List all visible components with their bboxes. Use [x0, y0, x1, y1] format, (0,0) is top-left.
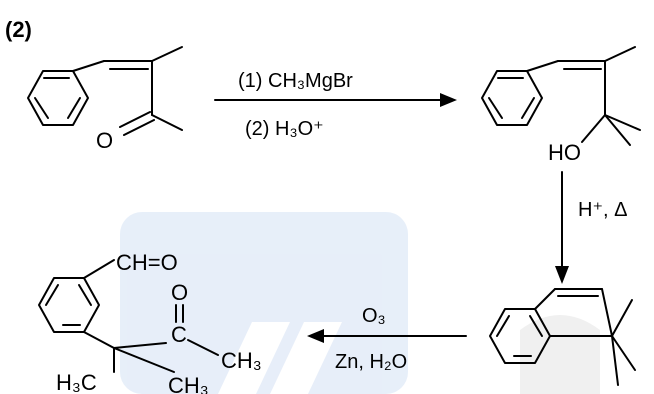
watermark	[120, 212, 600, 394]
alcohol-intermediate: HO	[481, 46, 641, 165]
step3-reagent-1: O₃	[362, 305, 386, 327]
start-material: O	[27, 46, 183, 153]
arrow-step-1: (1) CH₃MgBr (2) H₃O⁺	[214, 70, 457, 140]
indene-intermediate	[489, 288, 636, 386]
aldehyde-group: CH=O	[116, 250, 178, 275]
problem-number: (2)	[5, 17, 32, 42]
step2-reagent: H⁺, Δ	[578, 199, 627, 221]
arrow-step-3: O₃ Zn, H₂O	[307, 305, 467, 373]
step1-reagent-1: (1) CH₃MgBr	[238, 70, 353, 92]
step3-reagent-2: Zn, H₂O	[335, 351, 407, 373]
step1-reagent-2: (2) H₃O⁺	[245, 118, 324, 140]
methyl-bottom: CH₃	[168, 373, 209, 394]
carbonyl-oxygen: O	[96, 128, 113, 153]
arrow-step-2: H⁺, Δ	[555, 171, 627, 284]
final-product: CH=O O C CH₃ H₃C CH₃	[38, 250, 262, 394]
ketone-carbon: C	[171, 322, 187, 347]
methyl-left: H₃C	[56, 370, 97, 394]
ketone-oxygen: O	[171, 280, 188, 305]
hydroxyl-group: HO	[548, 140, 581, 165]
methyl-right: CH₃	[221, 348, 262, 373]
